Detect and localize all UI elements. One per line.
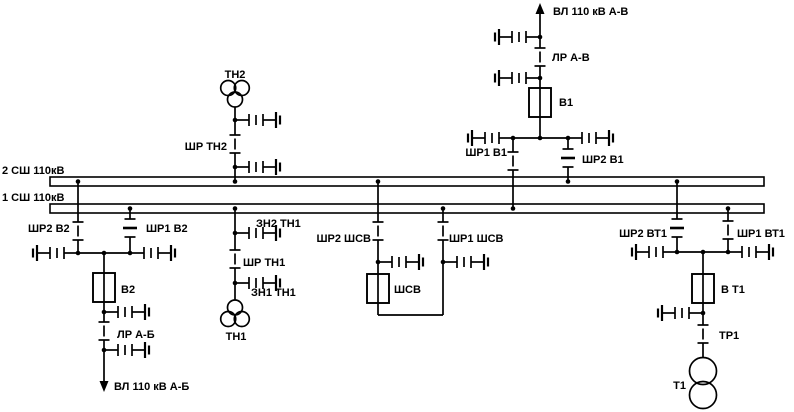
ground-switch-icon <box>493 68 542 88</box>
disconnector-shr1-b2-open <box>121 217 139 239</box>
v-t1-label: В Т1 <box>721 284 745 296</box>
line-av-label: ВЛ 110 кВ А-В <box>553 6 628 18</box>
branch-tn1: ЗН2 ТН1 ШР ТН1 ЗН1 ТН1 ТН1 <box>219 206 301 343</box>
connection-lines <box>512 14 569 209</box>
line-ab-label: ВЛ 110 кВ А-Б <box>114 381 189 393</box>
b1-label: В1 <box>559 97 573 109</box>
disconnector-lr-av <box>533 47 547 67</box>
ground-switch-icon <box>128 243 177 263</box>
junction-dots <box>75 179 133 353</box>
bus-coupler-shsv: ШР2 ШСВ ШР1 ШСВ ШСВ <box>316 179 504 316</box>
junction-dots <box>232 117 238 184</box>
ground-switch-icon <box>233 110 282 130</box>
shr2-shsv-label: ШР2 ШСВ <box>316 233 371 245</box>
ground-switch-icon <box>493 27 542 47</box>
shr2-vt1-label: ШР2 ВТ1 <box>619 228 667 240</box>
disconnector-shr1-b1 <box>506 151 520 171</box>
disconnector-shr2-b2 <box>71 221 85 241</box>
shr1-b1-label: ШР1 В1 <box>465 147 507 159</box>
disconnector-shr1-vt1 <box>721 220 735 240</box>
lr-ab-label: ЛР А-Б <box>117 329 155 341</box>
ground-switch-icon <box>102 302 151 322</box>
ground-switch-icon <box>630 242 679 262</box>
disconnector-shr-tn1 <box>228 249 242 269</box>
shr2-b2-label: ШР2 В2 <box>28 223 70 235</box>
junction-dots <box>232 206 238 286</box>
busbar-2-label: 2 СШ 110кВ <box>2 165 64 177</box>
ground-switch-icon <box>102 340 151 360</box>
shr1-vt1-label: ШР1 ВТ1 <box>737 228 785 240</box>
tn1-label: ТН1 <box>226 331 247 343</box>
line-ab-arrow-icon <box>99 381 109 392</box>
ground-switch-icon <box>726 242 775 262</box>
line-av-arrow-icon <box>535 3 545 14</box>
lr-av-label: ЛР А-В <box>552 52 590 64</box>
tr1-label: ТР1 <box>719 330 739 342</box>
junction-dots <box>674 179 731 316</box>
ground-switch-icon <box>441 252 490 272</box>
disconnector-tr1 <box>696 324 710 344</box>
branch-tn2: ТН2 ШР ТН2 <box>185 69 282 184</box>
ground-switch-icon <box>656 303 705 323</box>
zn2-tn1-label: ЗН2 ТН1 <box>256 218 301 230</box>
shr2-b1-label: ШР2 В1 <box>582 154 624 166</box>
ground-switch-icon <box>233 157 282 177</box>
feeder-line-av: ВЛ 110 кВ А-В ЛР А-В В1 ШР1 В1 ШР2 В1 <box>465 3 628 211</box>
disconnector-shr2-b1-open <box>559 147 577 169</box>
disconnector-shr1-shsv <box>436 221 450 241</box>
junction-dots <box>510 34 571 211</box>
shr1-shsv-label: ШР1 ШСВ <box>449 233 504 245</box>
shr1-b2-label: ШР1 В2 <box>146 223 188 235</box>
disconnector-shr2-shsv <box>371 221 385 241</box>
shsv-label: ШСВ <box>394 284 421 296</box>
shr-tn2-label: ШР ТН2 <box>185 141 227 153</box>
t1-label: Т1 <box>673 380 686 392</box>
b2-label: В2 <box>121 284 135 296</box>
ground-switch-icon <box>466 128 515 148</box>
ground-switch-icon <box>31 243 80 263</box>
busbar-2 <box>49 176 765 187</box>
disconnector-shr2-vt1-open <box>668 217 686 239</box>
voltage-transformer-tn2-symbol <box>219 79 251 108</box>
transformer-bay-t1: ШР2 ВТ1 ШР1 ВТ1 В Т1 ТР1 Т1 <box>619 179 785 410</box>
tn2-label: ТН2 <box>225 69 246 81</box>
zn1-tn1-label: ЗН1 ТН1 <box>251 287 296 299</box>
busbar-1-label: 1 СШ 110кВ <box>2 192 64 204</box>
voltage-transformer-tn1-symbol <box>219 299 251 328</box>
disconnector-lr-ab <box>97 321 111 341</box>
ground-switch-icon <box>566 128 615 148</box>
ground-switch-icon <box>376 252 425 272</box>
busbar-1 <box>49 203 765 214</box>
disconnector-shr-tn2 <box>228 134 242 154</box>
feeder-line-ab: ШР2 В2 ШР1 В2 В2 ЛР А-Б ВЛ 110 кВ А-Б <box>28 179 189 393</box>
shr-tn1-label: ШР ТН1 <box>243 257 285 269</box>
transformer-t1-symbol <box>688 356 718 410</box>
junction-dots <box>375 179 446 265</box>
